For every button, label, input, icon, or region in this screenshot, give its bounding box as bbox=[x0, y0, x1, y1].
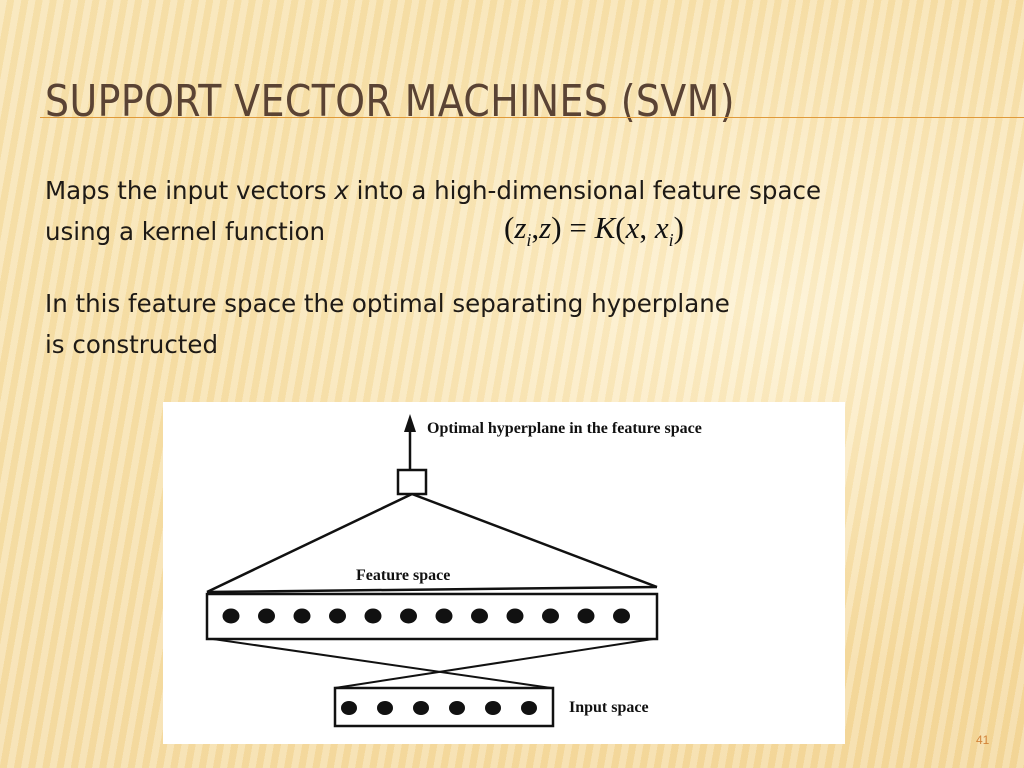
para1-text-end: into a high-dimensional feature space bbox=[348, 176, 822, 205]
hyperplane-label: Optimal hyperplane in the feature space bbox=[427, 420, 702, 437]
feature-node bbox=[542, 608, 559, 624]
input-node bbox=[449, 701, 465, 715]
input-space-label: Input space bbox=[569, 699, 649, 716]
cross-line-right bbox=[334, 638, 654, 689]
feature-node bbox=[506, 608, 524, 624]
feature-node bbox=[577, 608, 595, 624]
formula-sub-i-2: i bbox=[668, 230, 674, 250]
input-node bbox=[341, 701, 357, 715]
paragraph-kernel-mapping: Maps the input vectors x into a high-dim… bbox=[45, 170, 821, 252]
formula-comma: , bbox=[531, 210, 540, 245]
input-space-box bbox=[333, 686, 555, 728]
input-nodes bbox=[341, 701, 537, 715]
formula-paren-open: ( bbox=[504, 210, 515, 245]
feature-node bbox=[613, 608, 630, 624]
feature-node bbox=[471, 608, 488, 624]
para1-line2: using a kernel function bbox=[45, 217, 326, 246]
para2-line2: is constructed bbox=[45, 330, 219, 359]
arrow-head-icon bbox=[404, 414, 416, 432]
formula-equals: ) = bbox=[551, 210, 595, 245]
feature-node bbox=[364, 608, 382, 624]
kernel-formula: (zi,z) = K(x, xi) bbox=[504, 206, 684, 262]
triangle-base bbox=[206, 585, 658, 594]
input-node bbox=[521, 701, 537, 715]
formula-x: x bbox=[625, 210, 640, 245]
formula-x-i: x bbox=[654, 210, 669, 245]
cross-line-left bbox=[212, 638, 552, 689]
formula-kernel-k: K bbox=[594, 210, 616, 245]
feature-node bbox=[293, 608, 311, 624]
feature-node bbox=[222, 608, 240, 624]
para1-text-start: Maps the input vectors bbox=[45, 176, 335, 205]
triangle-right-edge bbox=[411, 492, 658, 589]
feature-node bbox=[258, 608, 275, 624]
svm-diagram: Optimal hyperplane in the feature space … bbox=[205, 414, 702, 728]
output-node bbox=[396, 468, 428, 496]
feature-space-label: Feature space bbox=[356, 567, 450, 584]
para1-variable-x: x bbox=[334, 176, 349, 205]
para2-line1: In this feature space the optimal separa… bbox=[45, 289, 730, 318]
svm-architecture-figure: Optimal hyperplane in the feature space … bbox=[163, 402, 845, 744]
feature-node bbox=[329, 608, 346, 624]
feature-nodes bbox=[222, 608, 630, 624]
title-underline bbox=[40, 117, 1024, 118]
formula-z-i: z bbox=[514, 210, 527, 245]
feature-node bbox=[400, 608, 417, 624]
formula-comma-2: , bbox=[639, 210, 655, 245]
slide-title: Support Vector Machines (SVM) bbox=[45, 76, 735, 127]
input-node bbox=[413, 701, 429, 715]
page-number: 41 bbox=[976, 733, 990, 747]
triangle-left-edge bbox=[206, 492, 413, 594]
formula-paren-open-2: ( bbox=[615, 210, 626, 245]
formula-sub-i: i bbox=[526, 230, 532, 250]
input-node bbox=[377, 701, 393, 715]
input-node bbox=[485, 701, 501, 715]
feature-node bbox=[435, 608, 453, 624]
paragraph-hyperplane: In this feature space the optimal separa… bbox=[45, 283, 730, 365]
formula-paren-close: ) bbox=[673, 210, 684, 245]
formula-z: z bbox=[539, 210, 552, 245]
